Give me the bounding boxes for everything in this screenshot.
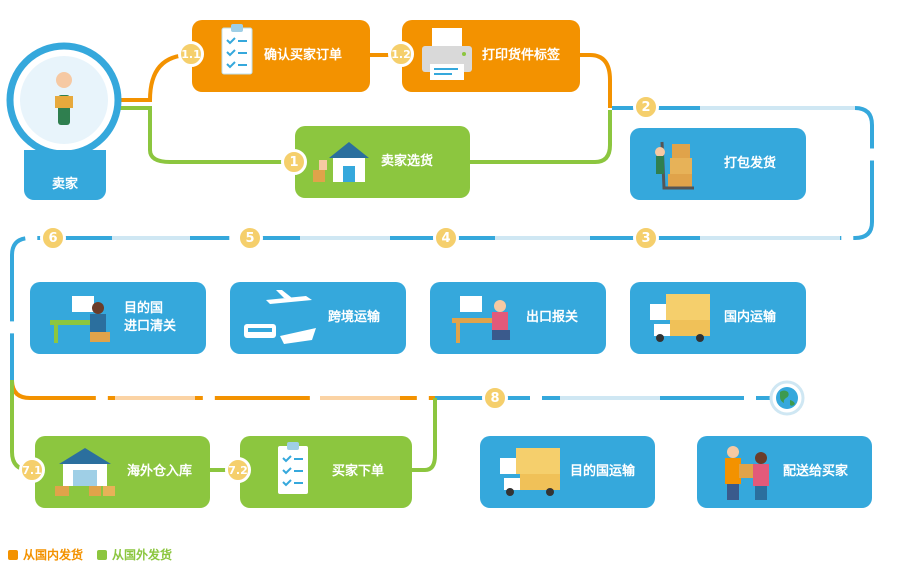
step-destination-transport-card: 目的国运输 bbox=[480, 436, 655, 508]
step-buyer-order-label: 买家下单 bbox=[332, 464, 385, 479]
delivery-truck-icon bbox=[500, 448, 560, 496]
step-export-customs-card: 出口报关 bbox=[430, 282, 606, 354]
warehouse-boxes-icon bbox=[55, 448, 115, 496]
step-print-label-card: 打印货件标签 bbox=[402, 20, 580, 92]
step-import-clearance-label: 目的国 进口清关 bbox=[124, 301, 177, 334]
order-list-icon bbox=[278, 442, 308, 494]
step-badge-4: 4 bbox=[433, 225, 459, 251]
legend-overseas: 从国外发货 bbox=[97, 546, 172, 563]
plane-ship-icon bbox=[244, 290, 316, 344]
step-cross-border-card: 跨境运输 bbox=[230, 282, 406, 354]
step-export-customs-label: 出口报关 bbox=[526, 310, 579, 325]
step-select-goods-label: 卖家选货 bbox=[381, 154, 434, 169]
step-badge-8: 8 bbox=[482, 385, 508, 411]
globe-icon bbox=[769, 380, 805, 416]
seller-card: 卖家 bbox=[24, 150, 106, 200]
printer-icon bbox=[422, 28, 472, 80]
step-badge-2: 2 bbox=[633, 94, 659, 120]
step-import-clearance-card: 目的国 进口清关 bbox=[30, 282, 206, 354]
legend-domestic-label: 从国内发货 bbox=[23, 548, 84, 562]
step-domestic-transport-card: 国内运输 bbox=[630, 282, 806, 354]
step-badge-7-1: 7.1 bbox=[19, 457, 45, 483]
step-print-label-label: 打印货件标签 bbox=[482, 48, 561, 63]
step-badge-6: 6 bbox=[40, 225, 66, 251]
step-confirm-order-card: 确认买家订单 bbox=[192, 20, 370, 92]
step-domestic-transport-label: 国内运输 bbox=[724, 310, 777, 325]
step-badge-1: 1 bbox=[281, 149, 307, 175]
step-badge-7-2: 7.2 bbox=[225, 457, 251, 483]
step-buyer-order-card: 买家下单 bbox=[240, 436, 412, 508]
step-select-goods-card: 卖家选货 bbox=[295, 126, 470, 198]
seller-label: 卖家 bbox=[51, 177, 78, 192]
seller-avatar bbox=[6, 42, 122, 158]
hand-truck-icon bbox=[655, 141, 694, 190]
step-destination-transport-label: 目的国运输 bbox=[570, 464, 636, 479]
step-deliver-buyer-card: 配送给买家 bbox=[697, 436, 872, 508]
legend-overseas-label: 从国外发货 bbox=[112, 548, 173, 562]
desk-worker-icon bbox=[50, 296, 110, 343]
legend-orange-swatch bbox=[8, 549, 18, 560]
step-overseas-warehouse-card: 海外仓入库 bbox=[35, 436, 210, 508]
step-overseas-warehouse-label: 海外仓入库 bbox=[127, 464, 193, 479]
courier-icon bbox=[725, 446, 769, 500]
clipboard-icon bbox=[221, 24, 253, 75]
step-badge-5: 5 bbox=[237, 225, 263, 251]
step-cross-border-label: 跨境运输 bbox=[328, 310, 381, 325]
step-badge-3: 3 bbox=[633, 225, 659, 251]
warehouse-icon bbox=[313, 142, 369, 182]
legend-domestic: 从国内发货 bbox=[8, 546, 83, 563]
step-deliver-buyer-label: 配送给买家 bbox=[783, 464, 849, 479]
customs-officer-icon bbox=[452, 296, 510, 343]
legend-green-swatch bbox=[97, 549, 107, 560]
step-badge-1-2: 1.2 bbox=[388, 41, 414, 67]
step-pack-ship-card: 打包发货 bbox=[630, 128, 806, 200]
step-confirm-order-label: 确认买家订单 bbox=[264, 48, 343, 63]
step-pack-ship-label: 打包发货 bbox=[724, 156, 777, 171]
truck-icon bbox=[650, 294, 710, 342]
step-badge-1-1: 1.1 bbox=[178, 41, 204, 67]
